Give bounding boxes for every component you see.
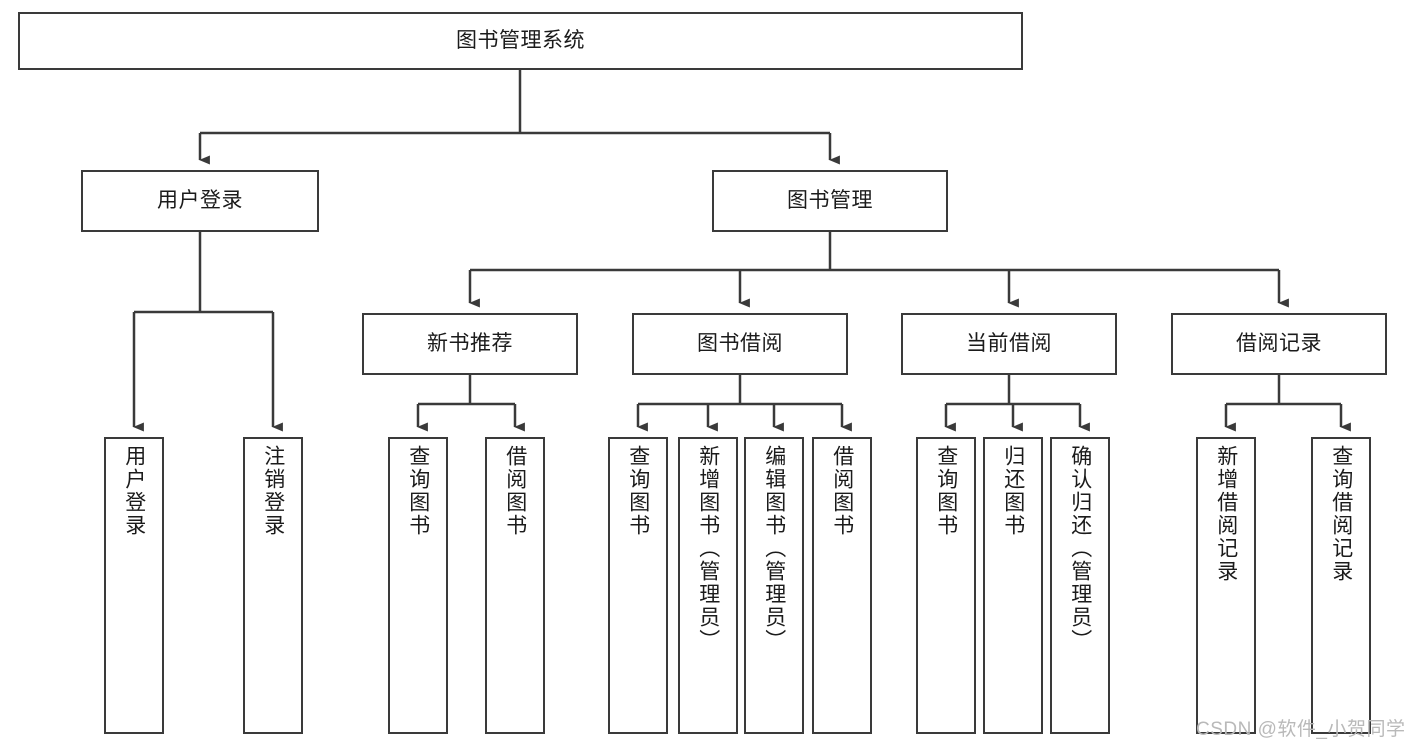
- node-book-borrow-label: 图书借阅: [697, 332, 783, 356]
- leaf-recommend-borrow-book-label: 借阅图书: [503, 445, 527, 537]
- leaf-edit-book-admin[interactable]: 编辑图书（管理员）: [744, 437, 804, 734]
- leaf-logout-label: 注销登录: [261, 445, 285, 537]
- leaf-query-borrow-record[interactable]: 查询借阅记录: [1311, 437, 1371, 734]
- leaf-logout[interactable]: 注销登录: [243, 437, 303, 734]
- leaf-borrow-query-book-label: 查询图书: [626, 445, 650, 537]
- leaf-recommend-borrow-book[interactable]: 借阅图书: [485, 437, 545, 734]
- leaf-return-book[interactable]: 归还图书: [983, 437, 1043, 734]
- leaf-user-login-label: 用户登录: [122, 445, 146, 537]
- leaf-add-borrow-record[interactable]: 新增借阅记录: [1196, 437, 1256, 734]
- leaf-return-book-label: 归还图书: [1001, 445, 1025, 537]
- leaf-edit-book-admin-label: 编辑图书（管理员）: [762, 445, 786, 652]
- leaf-recommend-query-book[interactable]: 查询图书: [388, 437, 448, 734]
- node-book-borrow[interactable]: 图书借阅: [632, 313, 848, 375]
- node-user-login-label: 用户登录: [157, 189, 243, 213]
- node-book-management[interactable]: 图书管理: [712, 170, 948, 232]
- leaf-borrow-query-book[interactable]: 查询图书: [608, 437, 668, 734]
- leaf-add-book-admin[interactable]: 新增图书（管理员）: [678, 437, 738, 734]
- leaf-current-query-book[interactable]: 查询图书: [916, 437, 976, 734]
- leaf-confirm-return-admin-label: 确认归还（管理员）: [1068, 445, 1092, 652]
- node-root-label: 图书管理系统: [456, 29, 585, 53]
- leaf-borrow-book-label: 借阅图书: [830, 445, 854, 537]
- node-new-book-recommend-label: 新书推荐: [427, 332, 513, 356]
- node-borrow-record[interactable]: 借阅记录: [1171, 313, 1387, 375]
- node-current-borrow-label: 当前借阅: [966, 332, 1052, 356]
- leaf-query-borrow-record-label: 查询借阅记录: [1329, 445, 1353, 583]
- leaf-borrow-book[interactable]: 借阅图书: [812, 437, 872, 734]
- node-book-management-label: 图书管理: [787, 189, 873, 213]
- leaf-confirm-return-admin[interactable]: 确认归还（管理员）: [1050, 437, 1110, 734]
- leaf-recommend-query-book-label: 查询图书: [406, 445, 430, 537]
- node-root-system[interactable]: 图书管理系统: [18, 12, 1023, 70]
- leaf-add-borrow-record-label: 新增借阅记录: [1214, 445, 1238, 583]
- leaf-user-login[interactable]: 用户登录: [104, 437, 164, 734]
- node-user-login[interactable]: 用户登录: [81, 170, 319, 232]
- leaf-current-query-book-label: 查询图书: [934, 445, 958, 537]
- node-borrow-record-label: 借阅记录: [1236, 332, 1322, 356]
- node-current-borrow[interactable]: 当前借阅: [901, 313, 1117, 375]
- node-new-book-recommend[interactable]: 新书推荐: [362, 313, 578, 375]
- leaf-add-book-admin-label: 新增图书（管理员）: [696, 445, 720, 652]
